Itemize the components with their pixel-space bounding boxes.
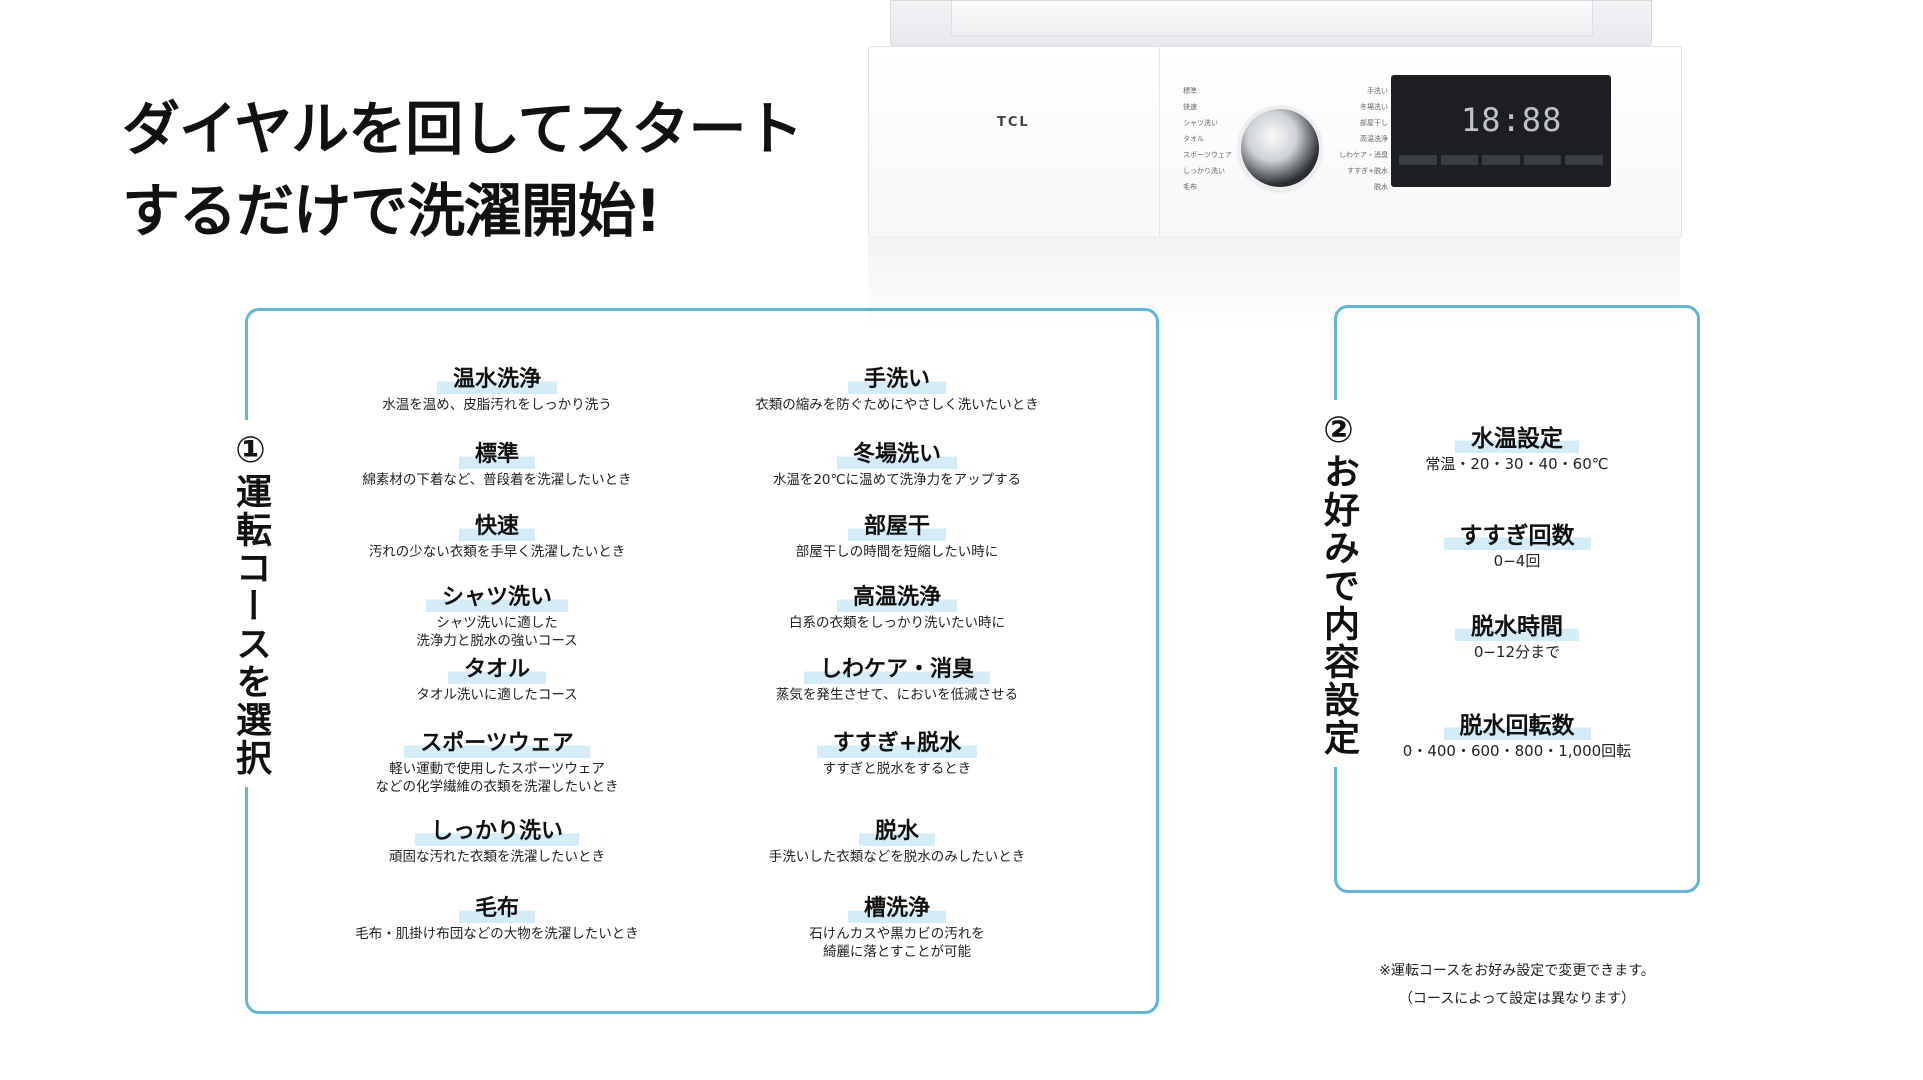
course-name: 部屋干 [847,513,946,541]
setting-item: 水温設定 常温・20・30・40・60℃ [1334,425,1700,473]
course-desc: すすぎと脱水をするとき [822,761,972,777]
course-item: しっかり洗い 頑固な汚れた衣類を洗濯したいとき [317,818,677,866]
panel-labels-right: 手洗い 冬場洗い 部屋干し 高温洗浄 しわケア・消臭 すすぎ+脱水 脱水 [1339,87,1388,191]
course-name: 毛布 [458,895,535,923]
course-name: 脱水 [858,818,935,846]
setting-item: 脱水時間 0−12分まで [1334,613,1700,661]
setting-name: 脱水回転数 [1443,712,1591,740]
course-name: しっかり洗い [414,818,579,846]
course-name: シャツ洗い [425,584,568,612]
course-desc: 衣類の縮みを防ぐためにやさしく洗いたいとき [755,397,1039,413]
setting-value: 0・400・600・800・1,000回転 [1402,742,1632,760]
setting-item: すすぎ回数 0−4回 [1334,522,1700,570]
settings-panel [1334,305,1700,893]
course-name: 快速 [458,513,535,541]
brand-logo: TCL [997,115,1030,130]
setting-name: 水温設定 [1455,425,1579,453]
setting-item: 脱水回転数 0・400・600・800・1,000回転 [1334,712,1700,760]
course-desc: 蒸気を発生させて、においを低減させる [775,687,1019,703]
course-desc: 洗浄力と脱水の強いコース [416,633,578,649]
settings-section-title: ②お好みで内容設定 [1316,400,1360,767]
course-item: すすぎ+脱水 すすぎと脱水をするとき [717,730,1077,778]
course-desc: 石けんカスや黒カビの汚れを [809,926,985,942]
course-name: 槽洗浄 [847,895,946,923]
course-desc: 白系の衣類をしっかり洗いたい時に [789,615,1005,631]
footnote: ※運転コースをお好み設定で変更できます。 （コースによって設定は異なります） [1334,957,1700,1013]
headline-line-1: ダイヤルを回してスタート [122,95,804,163]
course-item: タオル タオル洗いに適したコース [317,656,677,704]
course-item: しわケア・消臭 蒸気を発生させて、においを低減させる [717,656,1077,704]
course-item: スポーツウェア 軽い運動で使用したスポーツウェア などの化学繊維の衣類を洗濯した… [317,730,677,796]
course-desc: 水温を温め、皮脂汚れをしっかり洗う [382,397,612,413]
course-item: シャツ洗い シャツ洗いに適した 洗浄力と脱水の強いコース [317,584,677,650]
course-desc: 綿素材の下着など、普段着を洗濯したいとき [362,472,632,488]
setting-name: すすぎ回数 [1443,522,1591,550]
course-desc: 汚れの少ない衣類を手早く洗濯したいとき [368,544,626,560]
course-desc: 部屋干しの時間を短縮したい時に [795,544,999,560]
course-item: 槽洗浄 石けんカスや黒カビの汚れを 綺麗に落とすことが可能 [717,895,1077,961]
course-name: 標準 [458,441,535,469]
course-item: 部屋干 部屋干しの時間を短縮したい時に [717,513,1077,561]
headline-line-2: するだけで洗濯開始! [122,177,661,245]
course-item: 温水洗浄 水温を温め、皮脂汚れをしっかり洗う [317,366,677,414]
course-desc: 手洗いした衣類などを脱水のみしたいとき [768,849,1026,865]
setting-value: 0−4回 [1493,552,1541,570]
footnote-line-2: （コースによって設定は異なります） [1398,991,1636,1007]
course-item: 快速 汚れの少ない衣類を手早く洗濯したいとき [317,513,677,561]
course-name: タオル [447,656,546,684]
course-section-title: ①運転コースを選択 [228,420,272,787]
setting-value: 常温・20・30・40・60℃ [1425,455,1609,473]
control-display: 18:88 [1391,75,1611,187]
course-desc: シャツ洗いに適した [436,615,558,631]
course-desc: 頑固な汚れた衣類を洗濯したいとき [389,849,605,865]
panel-buttons [1399,155,1603,165]
display-digits: 18:88 [1461,101,1563,139]
course-item: 標準 綿素材の下着など、普段着を洗濯したいとき [317,441,677,489]
washing-machine-image: TCL 標準 快速 シャツ洗い タオル スポーツウェア しっかり洗い 毛布 手洗… [862,0,1682,330]
course-item: 高温洗浄 白系の衣類をしっかり洗いたい時に [717,584,1077,632]
course-item: 脱水 手洗いした衣類などを脱水のみしたいとき [717,818,1077,866]
panel-labels-left: 標準 快速 シャツ洗い タオル スポーツウェア しっかり洗い 毛布 [1183,87,1232,191]
machine-front: TCL 標準 快速 シャツ洗い タオル スポーツウェア しっかり洗い 毛布 手洗… [868,46,1682,238]
course-name: 温水洗浄 [436,366,557,394]
course-name: 手洗い [847,366,946,394]
course-item: 毛布 毛布・肌掛け布団などの大物を洗濯したいとき [317,895,677,943]
course-desc: などの化学繊維の衣類を洗濯したいとき [375,779,619,795]
course-name: 冬場洗い [836,441,957,469]
course-desc: 毛布・肌掛け布団などの大物を洗濯したいとき [355,926,639,942]
course-desc: 水温を20℃に温めて洗浄力をアップする [772,472,1022,488]
course-name: スポーツウェア [404,730,590,758]
setting-value: 0−12分まで [1473,643,1561,661]
course-desc: 軽い運動で使用したスポーツウェア [389,761,605,777]
headline: ダイヤルを回してスタート するだけで洗濯開始! [122,88,804,252]
setting-name: 脱水時間 [1455,613,1579,641]
course-name: 高温洗浄 [836,584,957,612]
course-name: しわケア・消臭 [803,656,990,684]
detergent-drawer: TCL [869,47,1160,237]
course-desc: タオル洗いに適したコース [416,687,578,703]
footnote-line-1: ※運転コースをお好み設定で変更できます。 [1379,963,1655,979]
machine-lid [890,0,1652,48]
course-dial [1241,109,1319,187]
course-name: すすぎ+脱水 [816,730,978,758]
course-desc: 綺麗に落とすことが可能 [822,944,972,960]
course-item: 冬場洗い 水温を20℃に温めて洗浄力をアップする [717,441,1077,489]
course-item: 手洗い 衣類の縮みを防ぐためにやさしく洗いたいとき [717,366,1077,414]
